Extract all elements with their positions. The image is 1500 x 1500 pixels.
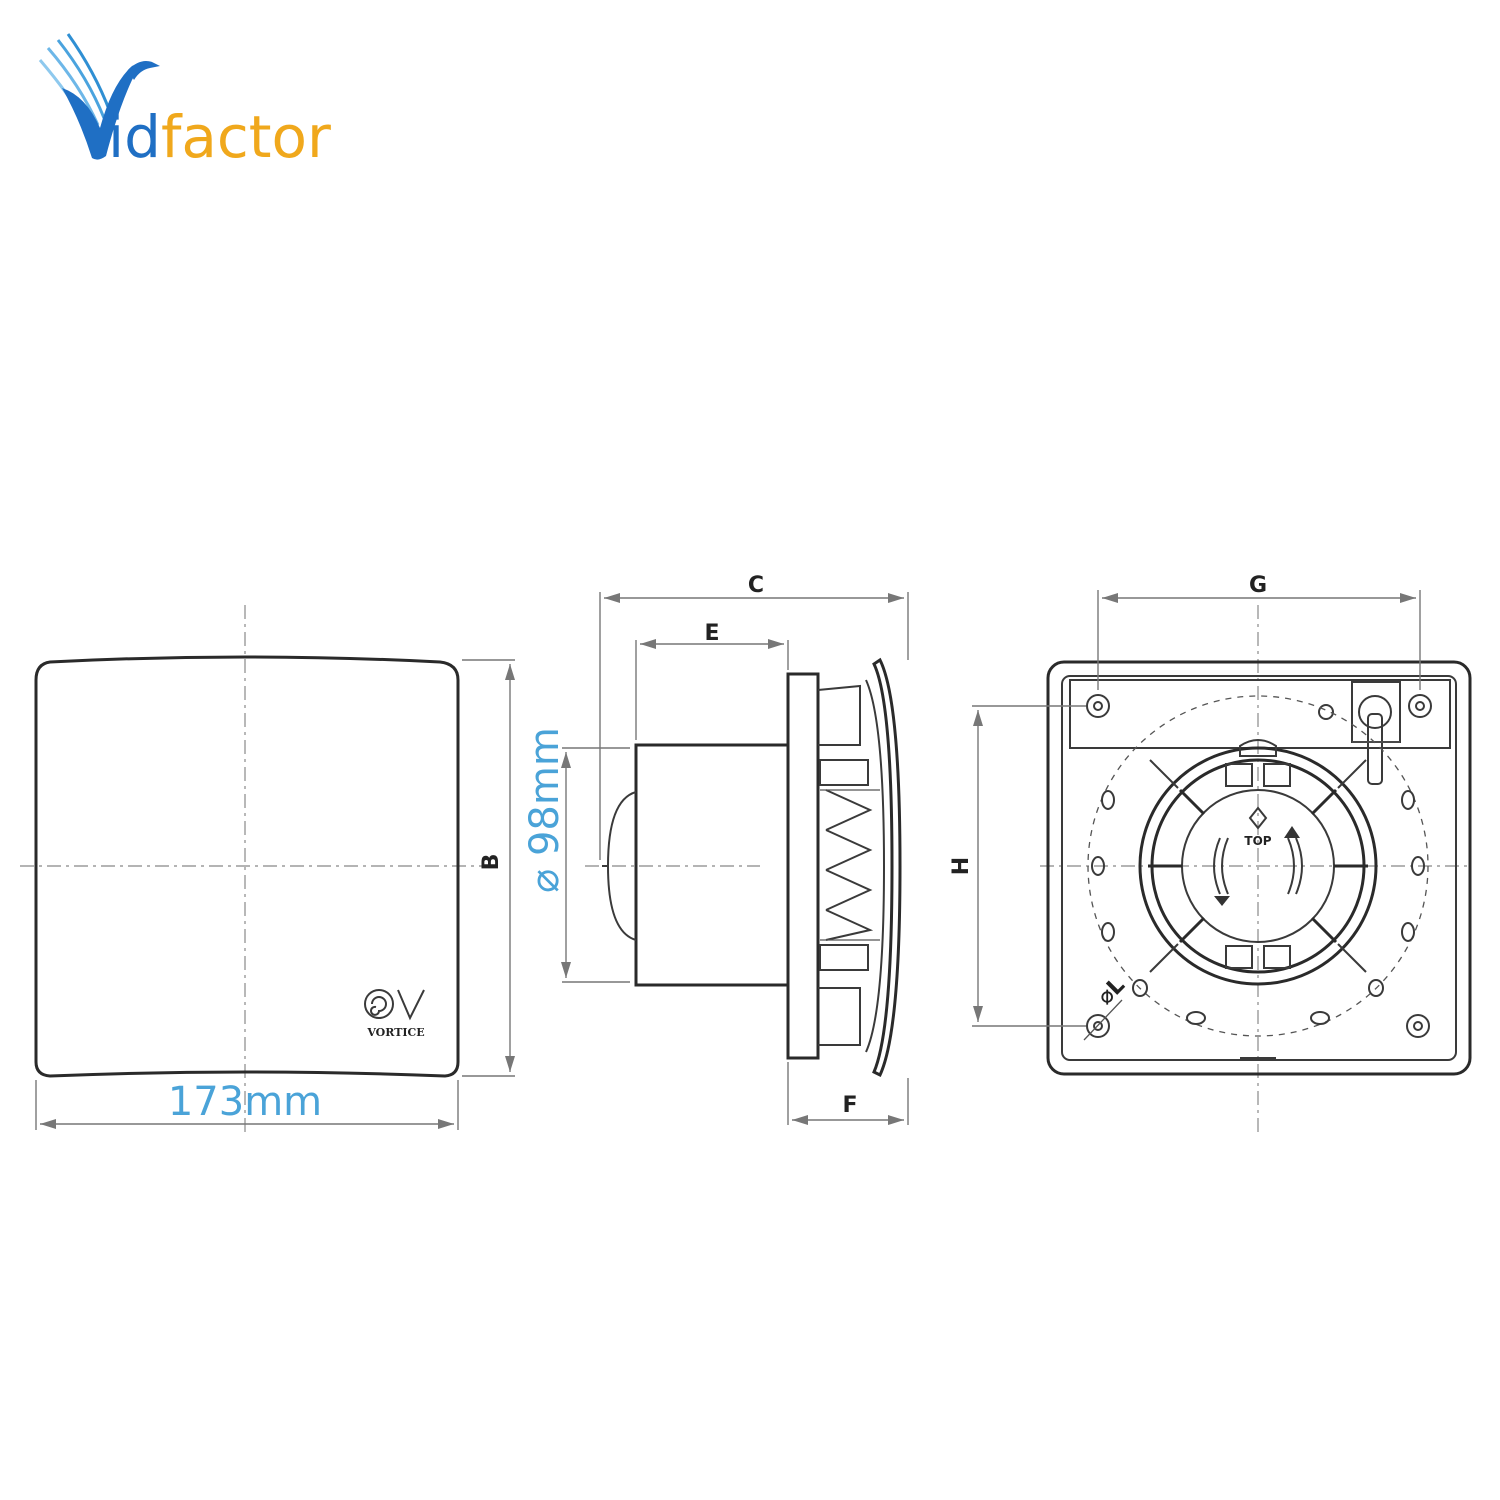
front-cover-profile — [872, 657, 902, 1078]
back-view: TOP ⌀L G H — [949, 573, 1472, 1135]
vortice-swirl-logo-icon — [364, 989, 425, 1021]
height-dimension-label: B — [479, 854, 504, 871]
pull-cord-switch — [1351, 681, 1401, 785]
top-marker-text: TOP — [1244, 834, 1271, 848]
back-height-label: H — [949, 857, 974, 875]
vortice-badge-text: VORTICE — [366, 1026, 424, 1039]
brand-name: idfactor — [108, 103, 331, 171]
fan-grille — [1138, 739, 1378, 1059]
mounting-slots — [1091, 790, 1425, 1025]
screw-holes — [1086, 694, 1432, 1038]
back-frame — [1046, 660, 1472, 1076]
side-view: C E F ⌀ 98mm — [522, 573, 909, 1125]
brand-logo: idfactor — [38, 33, 331, 171]
motor-housing — [634, 743, 790, 987]
width-dimension-label: 173mm — [168, 1079, 322, 1125]
front-panel — [34, 655, 460, 1078]
overall-depth-label: C — [748, 573, 764, 598]
panel-depth-label: F — [842, 1093, 857, 1118]
mounting-flange — [786, 672, 820, 1060]
bird-v-logo-icon — [38, 33, 160, 160]
front-view: VORTICE 173mm B — [20, 605, 515, 1135]
body-depth-label: E — [704, 621, 719, 646]
back-width-label: G — [1249, 573, 1267, 598]
diameter-dimension-label: ⌀ 98mm — [522, 727, 568, 893]
top-arrow-icon — [1248, 806, 1268, 830]
impeller-blades — [819, 759, 880, 971]
hole-diameter-label: ⌀L — [1093, 973, 1130, 1010]
rotation-arrows-icon — [1213, 826, 1303, 906]
